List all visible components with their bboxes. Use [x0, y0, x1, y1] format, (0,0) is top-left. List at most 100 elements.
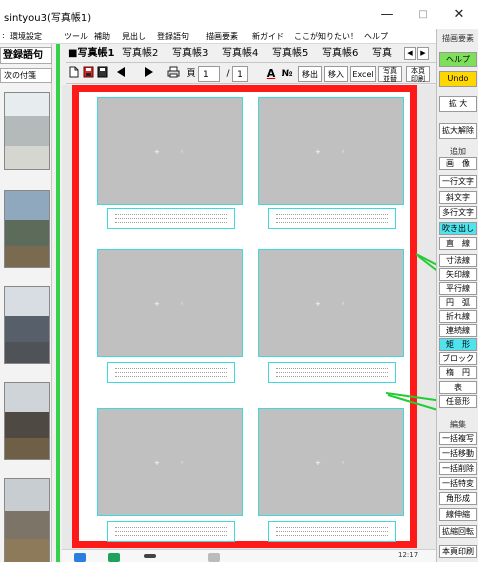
tab-scroll-left-icon[interactable]: ◀ [404, 47, 416, 60]
tab-photo-album-6[interactable]: 写真帳6 [322, 48, 359, 59]
tool-oblique-text[interactable]: 斜文字 [439, 191, 477, 204]
tool-arc[interactable]: 円 弧 [439, 296, 477, 309]
tool-bulk-delete[interactable]: 一括削除 [439, 462, 477, 475]
tab-photo-album-2[interactable]: 写真帳2 [122, 48, 159, 59]
open-file-icon[interactable] [82, 66, 94, 82]
menu-item-registered-phrases[interactable]: 登録語句 [157, 32, 189, 41]
caption-box-1[interactable] [107, 208, 235, 229]
move-out-button[interactable]: 移出 [298, 66, 322, 82]
tab-bar: ■写真帳1 写真帳2 写真帳3 写真帳4 写真帳5 写真帳6 写真 ◀ ▶ [66, 45, 436, 63]
photo-slot-1[interactable]: + ◦ [95, 95, 245, 207]
excel-button[interactable]: Excel [350, 66, 376, 82]
photo-slot-5[interactable]: + ◦ [95, 406, 245, 518]
task-app-icon[interactable] [108, 553, 120, 562]
tool-bulk-special-change[interactable]: 一括特変 [439, 477, 477, 490]
tool-bulk-move[interactable]: 一括移動 [439, 447, 477, 460]
tab-photo-album-5[interactable]: 写真帳5 [272, 48, 309, 59]
menu-item-drawing-elements[interactable]: 描画要素 [206, 32, 238, 41]
registered-phrases-button[interactable]: 登録語句 [0, 47, 52, 64]
maximize-button[interactable]: □ [418, 9, 428, 20]
move-in-button[interactable]: 移入 [324, 66, 348, 82]
previous-page-icon[interactable] [114, 66, 128, 82]
tool-shape-form[interactable]: 角形成 [439, 492, 477, 505]
tool-dimension-line[interactable]: 寸法線 [439, 254, 477, 267]
new-document-icon[interactable] [68, 66, 80, 82]
page-number-input[interactable]: 1 [198, 66, 220, 82]
next-tag-button[interactable]: 次の付箋 [0, 68, 52, 83]
photo-thumbnail-1[interactable] [4, 92, 50, 170]
caption-box-5[interactable] [107, 521, 235, 542]
page-label: 頁 [186, 69, 196, 79]
photo-sort-button[interactable]: 写真 並替 [378, 66, 402, 83]
photo-thumbnail-2[interactable] [4, 190, 50, 268]
caption-box-2[interactable] [268, 208, 396, 229]
tool-table[interactable]: 表 [439, 381, 477, 394]
tool-straight-line[interactable]: 直 線 [439, 237, 477, 250]
photo-thumbnail-4[interactable] [4, 382, 50, 460]
menu-item-file[interactable]: : [2, 31, 5, 40]
tool-scale-rotate[interactable]: 拡縮回転 [439, 525, 477, 538]
help-button[interactable]: ヘルプ [439, 52, 477, 67]
close-button[interactable]: ✕ [453, 7, 465, 22]
menu-item-new-guide[interactable]: 新ガイド [252, 32, 284, 41]
zoom-button[interactable]: 拡 大 [439, 96, 477, 112]
next-page-icon[interactable] [142, 66, 156, 82]
tool-continuous-line[interactable]: 連続線 [439, 324, 477, 337]
center-mark-icon: + [315, 148, 321, 156]
tab-photo-album-4[interactable]: 写真帳4 [222, 48, 259, 59]
menu-item-faq[interactable]: ここが知りたい！ [294, 32, 358, 41]
album-page: + ◦ + ◦ + ◦ + ◦ + ◦ + ◦ [72, 85, 417, 548]
tool-rectangle[interactable]: 矩 形 [439, 338, 477, 351]
tab-photo-album-1[interactable]: ■写真帳1 [68, 48, 115, 59]
caption-box-3[interactable] [107, 362, 235, 383]
menu-item-heading[interactable]: 見出し [122, 32, 146, 41]
zoom-reset-button[interactable]: 拡大解除 [439, 123, 477, 139]
tool-bulk-copy[interactable]: 一括複写 [439, 432, 477, 445]
tool-speech-bubble[interactable]: 吹き出し [439, 222, 477, 235]
tool-arrow-line[interactable]: 矢印線 [439, 268, 477, 281]
save-icon[interactable] [96, 66, 108, 82]
tool-image[interactable]: 画 像 [439, 157, 477, 170]
task-app-icon[interactable] [74, 553, 86, 562]
numbering-button[interactable]: № [281, 69, 293, 79]
tool-freeform[interactable]: 任意形 [439, 395, 477, 408]
tool-multiline-text[interactable]: 多行文字 [439, 206, 477, 219]
menu-item-environment[interactable]: 環境設定 [10, 32, 42, 41]
tool-parallel-line[interactable]: 平行線 [439, 282, 477, 295]
anchor-mark-icon: ◦ [180, 148, 185, 156]
print-page-button[interactable]: 本頁印刷 [439, 545, 477, 558]
menu-item-help[interactable]: ヘルプ [364, 32, 388, 41]
undo-button[interactable]: Undo [439, 71, 477, 87]
photo-thumbnail-3[interactable] [4, 286, 50, 364]
tab-photo-album-3[interactable]: 写真帳3 [172, 48, 209, 59]
center-mark-icon: + [315, 459, 321, 467]
photo-slot-4[interactable]: + ◦ [256, 247, 406, 359]
left-sidebar: 登録語句 次の付箋 [0, 44, 52, 562]
minimize-button[interactable]: — [380, 7, 394, 22]
photo-slot-6[interactable]: + ◦ [256, 406, 406, 518]
task-app-icon[interactable] [208, 553, 220, 562]
tool-line-stretch[interactable]: 線伸縮 [439, 508, 477, 521]
window-title: sintyou3(写真帳1) [4, 13, 92, 24]
menu-item-assist[interactable]: 補助 [94, 32, 110, 41]
tab-scroll-right-icon[interactable]: ▶ [417, 47, 429, 60]
task-app-icon[interactable] [144, 554, 156, 558]
page-total: 1 [232, 66, 248, 82]
print-page-toolbar-button[interactable]: 本頁 印刷 [406, 66, 430, 83]
tool-one-line-text[interactable]: 一行文字 [439, 175, 477, 188]
caption-box-4[interactable] [268, 362, 396, 383]
menu-item-tools[interactable]: ツール [64, 32, 88, 41]
caption-box-6[interactable] [268, 521, 396, 542]
font-style-button[interactable]: A [266, 67, 276, 80]
photo-thumbnail-5[interactable] [4, 478, 50, 562]
print-icon[interactable] [166, 66, 180, 82]
tool-ellipse[interactable]: 楕 円 [439, 366, 477, 379]
center-mark-icon: + [154, 459, 160, 467]
tool-polyline[interactable]: 折れ線 [439, 310, 477, 323]
tab-photo-album-7[interactable]: 写真 [372, 48, 392, 59]
add-section-label: 追加 [450, 147, 466, 156]
print-page-label-top: 本頁 [411, 67, 425, 75]
photo-slot-3[interactable]: + ◦ [95, 247, 245, 359]
photo-slot-2[interactable]: + ◦ [256, 95, 406, 207]
tool-block[interactable]: ブロック [439, 352, 477, 365]
